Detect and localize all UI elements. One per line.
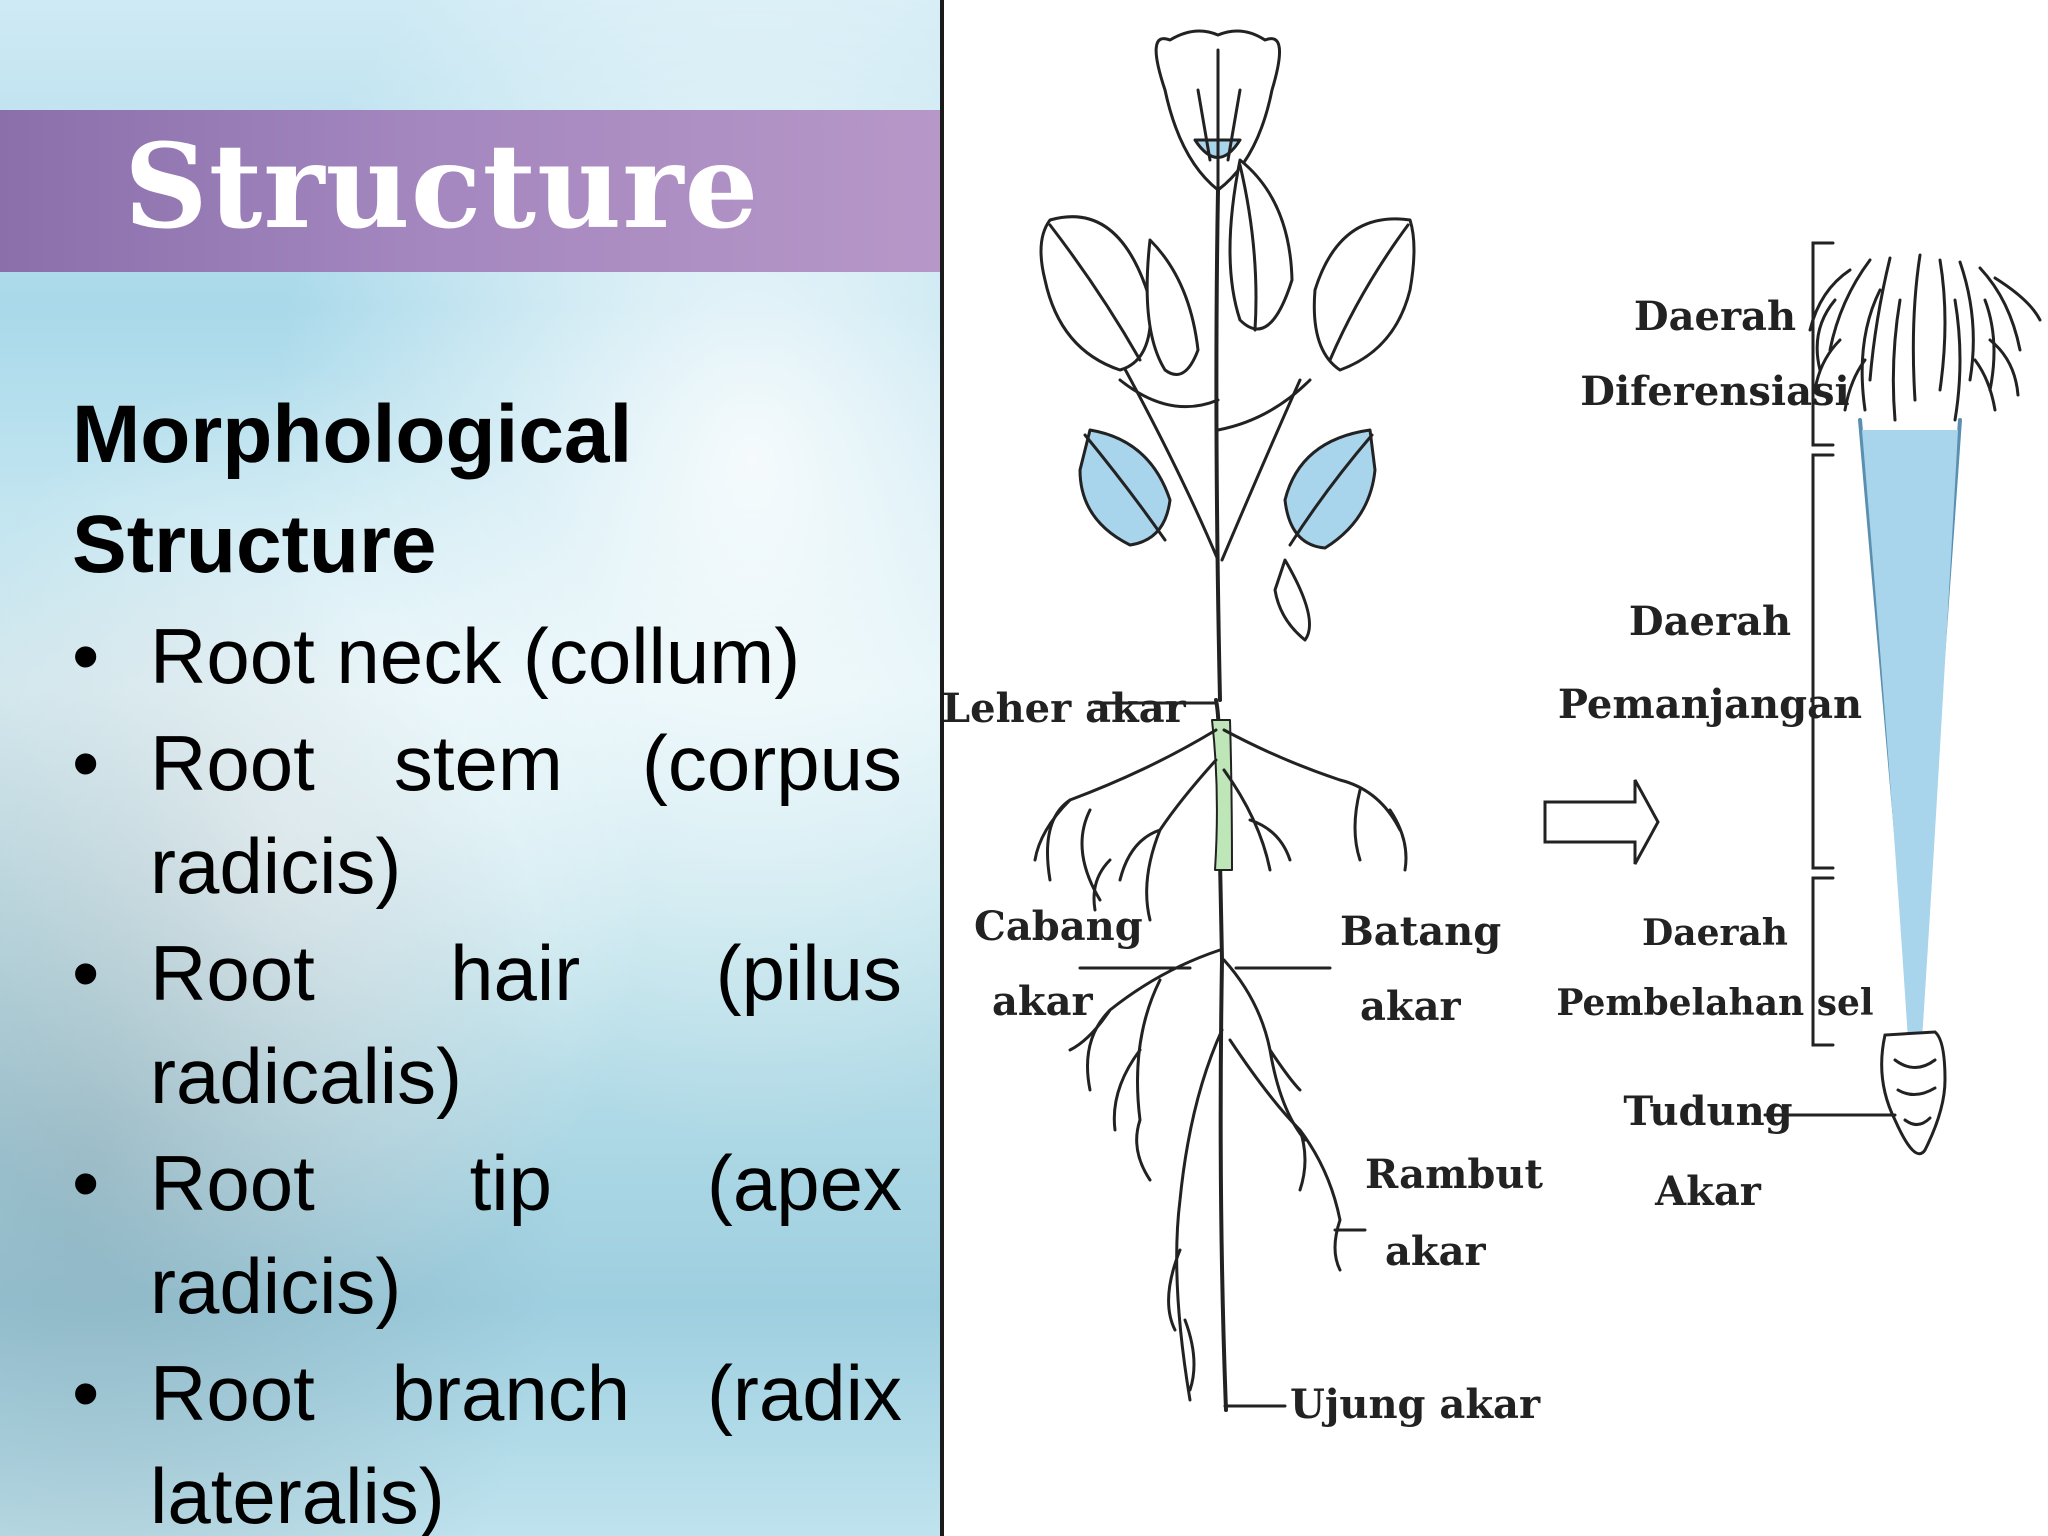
- bracket-pemanjangan: [1811, 453, 1835, 870]
- main-stem: [1214, 188, 1222, 702]
- title-band: [0, 110, 940, 272]
- bracket-diferensiasi: [1811, 241, 1835, 447]
- root-magnified: [1763, 241, 2042, 1156]
- bullet-item: •Root neck (collum): [72, 605, 902, 708]
- leaf-icon: [1145, 238, 1200, 376]
- label-pemanjangan-1: Daerah: [1629, 598, 1791, 645]
- bullet-list: •Root neck (collum) •Root stem (corpus r…: [72, 605, 902, 1536]
- arrow-right-icon: [1543, 779, 1660, 865]
- lateral-root: [1222, 728, 1402, 832]
- bullet-dot-icon: •: [72, 1349, 100, 1437]
- bullet-dot-icon: •: [72, 612, 100, 700]
- flower-icon: [1154, 29, 1282, 192]
- label-leher-akar: Leher akar: [942, 685, 1187, 732]
- label-ujung-akar: Ujung akar: [1290, 1381, 1541, 1428]
- bullet-item: •Root hair (pilus radicalis): [72, 922, 902, 1128]
- label-diferensiasi-1: Daerah: [1634, 293, 1796, 340]
- label-tudung-2: Akar: [1654, 1168, 1762, 1215]
- label-pembelahan-2: Pembelahan sel: [1556, 982, 1873, 1024]
- label-rambut: Rambut: [1365, 1151, 1543, 1198]
- root-cap: [1880, 1030, 1947, 1156]
- label-pemanjangan-2: Pemanjangan: [1558, 681, 1862, 728]
- root-hairs: [1808, 253, 2042, 422]
- label-batang-akar: akar: [1360, 983, 1462, 1030]
- bullet-dot-icon: •: [72, 719, 100, 807]
- leaf-icon: [1078, 428, 1172, 547]
- leaf-icon: [1312, 217, 1416, 372]
- leaf-icon: [1039, 215, 1153, 372]
- lateral-root: [1046, 728, 1218, 882]
- leaf-icon: [1228, 158, 1294, 332]
- bullet-item: •Root stem (corpus radicis): [72, 712, 902, 918]
- label-cabang: Cabang: [974, 903, 1143, 950]
- label-diferensiasi-2: Diferensiasi: [1580, 368, 1850, 415]
- label-cabang-akar: akar: [992, 978, 1094, 1025]
- bullet-dot-icon: •: [72, 1139, 100, 1227]
- leaf-icon: [1283, 428, 1377, 550]
- label-batang: Batang: [1340, 908, 1501, 955]
- label-rambut-akar: akar: [1385, 1228, 1487, 1275]
- bracket-pembelahan: [1811, 876, 1835, 1047]
- slide-text-panel: Structure Morphological Structure •Root …: [0, 0, 940, 1536]
- root-anatomy-diagram: Leher akar Cabang akar Batang akar Rambu…: [942, 29, 2042, 1428]
- label-tudung-1: Tudung: [1623, 1088, 1792, 1135]
- bullet-item: •Root tip (apex radicis): [72, 1132, 902, 1338]
- bullet-dot-icon: •: [72, 929, 100, 1017]
- subheading: Morphological Structure: [72, 389, 633, 590]
- slide-title: Structure: [124, 119, 760, 255]
- root-collar: [1211, 719, 1233, 871]
- bullet-item: •Root branch (radix lateralis): [72, 1342, 902, 1536]
- leaf-icon: [1273, 558, 1311, 642]
- label-pembelahan-1: Daerah: [1642, 912, 1788, 954]
